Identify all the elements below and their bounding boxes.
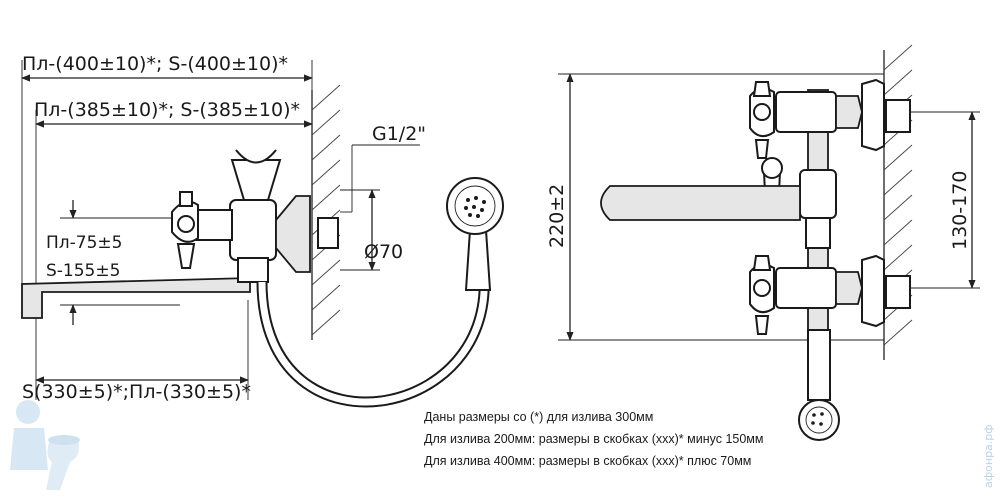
- note-1: Даны размеры со (*) для излива 300мм: [424, 410, 653, 424]
- mixer-body: [229, 199, 277, 261]
- cross-handle-left: [171, 191, 199, 269]
- valve-head: [195, 209, 233, 241]
- overall-width-label: Пл-(400±10)*; S-(400±10)*: [22, 53, 288, 75]
- note-2: Для излива 200мм: размеры в скобках (xxx…: [424, 432, 763, 446]
- shower-head-front: [798, 399, 840, 441]
- pl-height-label: Пл-75±5: [46, 233, 122, 253]
- flange-diameter-label: Ø70: [364, 241, 403, 263]
- bottom-eccentric: [885, 275, 911, 309]
- diverter-lower: [805, 217, 831, 249]
- spout-width-label: Пл-(385±10)*; S-(385±10)*: [34, 99, 300, 121]
- spout-front: [600, 185, 801, 221]
- cross-handle-bottom: [749, 255, 775, 335]
- notes-block: Даны размеры со (*) для излива 300мм Для…: [424, 410, 763, 468]
- front-view: 220±2 130-170: [546, 44, 980, 441]
- side-view: Пл-(400±10)*; S-(400±10)* Пл-(385±10)*; …: [21, 53, 504, 408]
- note-3: Для излива 400мм: размеры в скобках (xxx…: [424, 454, 751, 468]
- wall-right: [883, 44, 913, 360]
- diverter-body: [799, 169, 837, 219]
- s-height-label: S-155±5: [46, 261, 120, 281]
- shower-handle: [464, 229, 492, 291]
- cross-handle-top: [749, 81, 775, 159]
- eccentric-fitting: [317, 217, 339, 249]
- total-height-label: 220±2: [546, 184, 568, 248]
- mount-spacing-label: 130-170: [949, 171, 971, 250]
- spout-collar: [237, 257, 269, 283]
- bottom-width-label: S(330±5)*;Пл-(330±5)*: [22, 381, 251, 403]
- plumber-logo: [10, 400, 80, 490]
- shower-holder: [235, 149, 277, 164]
- top-eccentric: [885, 99, 911, 133]
- hose-front: [807, 329, 831, 401]
- spout: [21, 277, 251, 319]
- thread-label: G1/2": [372, 123, 426, 145]
- wall-left: [311, 84, 341, 340]
- wall-flange: [275, 195, 311, 273]
- watermark-text: афонра.рф: [982, 424, 995, 488]
